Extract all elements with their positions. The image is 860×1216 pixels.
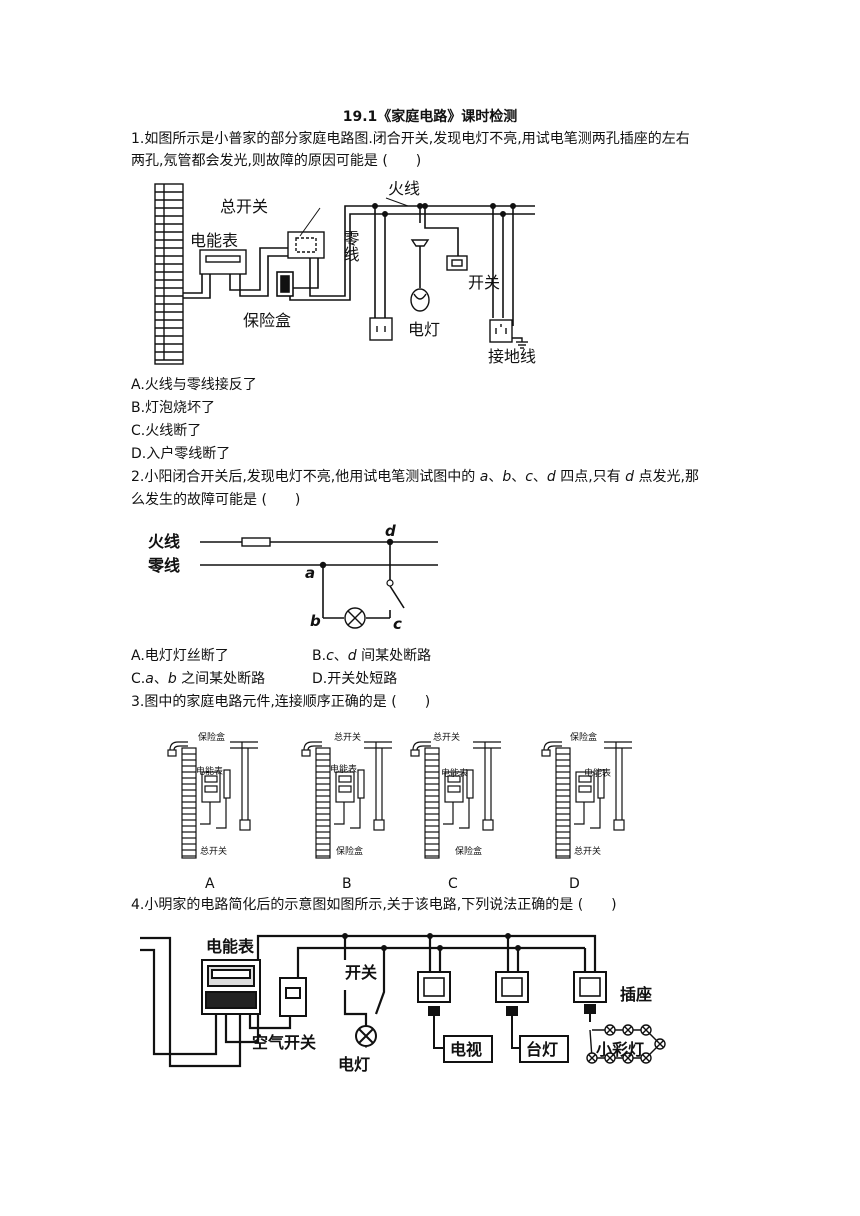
q1-stem-line2: 两孔,氖管都会发光,则故障的原因可能是 ( ): [131, 153, 422, 169]
q2-stem-line1: 2.小阳闭合开关后,发现电灯不亮,他用试电笔测试图中的 a、b、c、d 四点,只…: [131, 469, 699, 485]
page-title: 19.1《家庭电路》课时检测: [342, 109, 518, 125]
small-light-bulb-icon: [604, 1024, 616, 1036]
label-small-lights: 小彩灯: [596, 1040, 644, 1059]
q1-option-a[interactable]: A.火线与零线接反了: [131, 377, 257, 393]
label-point-b: b: [310, 612, 321, 630]
q3-label-text-2: 总开关: [200, 845, 227, 857]
socket-1-icon: [417, 971, 451, 1003]
electric-meter-icon: [201, 959, 261, 1015]
q2-stem-line2: 么发生的故障可能是 ( ): [131, 492, 301, 508]
q4-circuit-figure: 电能表 开关 插座 空气开关 电灯 电视 台灯 小彩灯: [140, 933, 666, 1074]
three-hole-socket-icon: [489, 319, 513, 343]
label-switch: 开关: [468, 273, 500, 292]
q3-label-text-1: 电能表: [196, 765, 223, 777]
q1-circuit-figure: 总开关 电能表 保险盒 火线 电灯 开关 接地线 零线: [154, 179, 536, 366]
brick-wall: [154, 183, 184, 365]
label-meter: 电能表: [190, 231, 238, 250]
junction-dots: [372, 203, 516, 217]
small-lights-icon: [586, 1024, 666, 1064]
label-lamp: 电灯: [408, 320, 440, 339]
wall-switch-icon: [446, 255, 468, 271]
q3-label-text-1: 电能表: [330, 763, 357, 775]
q1-option-d[interactable]: D.入户零线断了: [131, 446, 231, 462]
q3-label-b[interactable]: B: [342, 876, 352, 892]
q3-label-text-2: 保险盒: [455, 845, 482, 857]
label-lamp: 电灯: [338, 1055, 370, 1074]
q1-stem-line1: 1.如图所示是小普家的部分家庭电路图.闭合开关,发现电灯不亮,用试电笔测两孔插座…: [131, 131, 690, 147]
q3-label-text-2: 保险盒: [336, 845, 363, 857]
q3-label-text-0: 总开关: [433, 731, 460, 743]
q1-option-b[interactable]: B.灯泡烧坏了: [131, 400, 216, 416]
label-point-d: d: [385, 522, 396, 540]
small-light-bulb-icon: [622, 1052, 634, 1064]
main-switch-icon: [287, 231, 325, 259]
q3-label-text-0: 保险盒: [198, 731, 225, 743]
label-live-wire: 火线: [388, 179, 420, 198]
q2-option-b[interactable]: B.c、d 间某处断路: [312, 648, 432, 664]
label-socket: 插座: [620, 985, 652, 1004]
label-air-switch: 空气开关: [252, 1033, 316, 1052]
q4-stem: 4.小明家的电路简化后的示意图如图所示,关于该电路,下列说法正确的是 ( ): [131, 897, 617, 913]
label-fuse-box: 保险盒: [243, 311, 291, 330]
branch-wires: [374, 206, 514, 326]
small-light-bulb-icon: [604, 1052, 616, 1064]
two-hole-socket-icon: [369, 317, 393, 341]
fuse-icon: [241, 537, 271, 547]
label-live: 火线: [148, 532, 180, 551]
label-main-switch: 总开关: [220, 197, 268, 216]
q3-stem: 3.图中的家庭电路元件,连接顺序正确的是 ( ): [131, 694, 431, 710]
q3-label-c[interactable]: C: [448, 876, 458, 892]
q3-label-a[interactable]: A: [205, 876, 215, 892]
air-switch-icon: [279, 977, 307, 1017]
q3-label-text-1: 电能表: [584, 767, 611, 779]
tv-box: [443, 1035, 493, 1063]
socket-3-icon: [573, 971, 607, 1003]
small-light-bulb-icon: [640, 1024, 652, 1036]
lamp-icon: [410, 239, 430, 312]
label-tv: 电视: [450, 1040, 482, 1059]
label-neutral-wire: 零线: [341, 230, 360, 262]
electric-meter-icon: [199, 249, 247, 275]
q3-label-text-0: 总开关: [334, 731, 361, 743]
q3-label-text-1: 电能表: [441, 767, 468, 779]
label-ground: 接地线: [488, 347, 536, 366]
q3-label-text-0: 保险盒: [570, 731, 597, 743]
small-light-bulb-icon: [640, 1052, 652, 1064]
fuse-box-icon: [276, 271, 294, 297]
label-point-c: c: [393, 615, 402, 633]
small-light-bulb-icon: [622, 1024, 634, 1036]
label-neutral: 零线: [147, 556, 180, 575]
label-switch: 开关: [345, 963, 377, 982]
socket-2-icon: [495, 971, 529, 1003]
bulb-icon: [344, 607, 366, 629]
q3-label-text-2: 总开关: [574, 845, 601, 857]
small-light-bulb-icon: [654, 1038, 666, 1050]
desk-lamp-box: [519, 1035, 569, 1063]
label-desk-lamp: 台灯: [526, 1040, 558, 1059]
ground-icon: [512, 337, 528, 349]
q2-option-c[interactable]: C.a、b 之间某处断路: [131, 671, 266, 687]
q3-label-d[interactable]: D: [569, 876, 580, 892]
q1-option-c[interactable]: C.火线断了: [131, 423, 202, 439]
q2-option-a[interactable]: A.电灯灯丝断了: [131, 648, 229, 664]
q2-circuit-figure: 火线 零线 a b c d: [147, 522, 438, 633]
label-point-a: a: [305, 564, 315, 582]
q2-option-d[interactable]: D.开关处短路: [312, 671, 398, 687]
small-light-bulb-icon: [586, 1052, 598, 1064]
lamp-icon: [355, 1025, 377, 1047]
label-meter: 电能表: [206, 937, 255, 956]
